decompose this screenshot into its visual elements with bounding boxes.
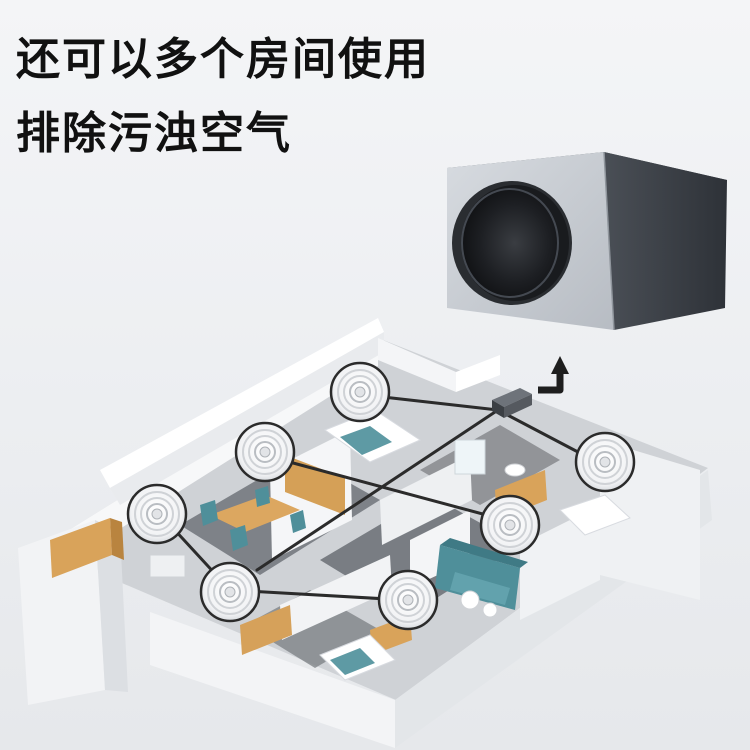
duct-line — [280, 458, 507, 522]
duct-junction-box — [492, 388, 532, 418]
back-wall-right — [378, 338, 456, 392]
ceiling-vent-icon — [479, 494, 541, 556]
ceiling-vent-icon — [574, 431, 636, 493]
duct-line — [255, 408, 500, 572]
duct-line — [381, 395, 500, 412]
ceiling-vent-icon — [377, 569, 439, 631]
wardrobe-left — [50, 518, 112, 578]
fan-intake-hole — [462, 189, 558, 297]
ceiling-vent-icon — [234, 421, 296, 483]
ceiling-vent-icon — [126, 483, 188, 545]
ceiling-vent-icon — [199, 561, 261, 623]
ceiling-vents — [126, 361, 636, 631]
headline-line-1: 还可以多个房间使用 — [16, 34, 430, 85]
sofa — [435, 538, 528, 610]
exhaust-arrow-icon — [538, 356, 569, 394]
duct-fan-unit — [447, 151, 727, 331]
fan-side-face — [604, 152, 727, 330]
dining-table — [210, 495, 300, 532]
ceiling-vent-icon — [329, 361, 391, 423]
wardrobe-center — [285, 455, 345, 515]
headline-line-2: 排除污浊空气 — [16, 108, 292, 159]
bed-right — [559, 494, 631, 536]
